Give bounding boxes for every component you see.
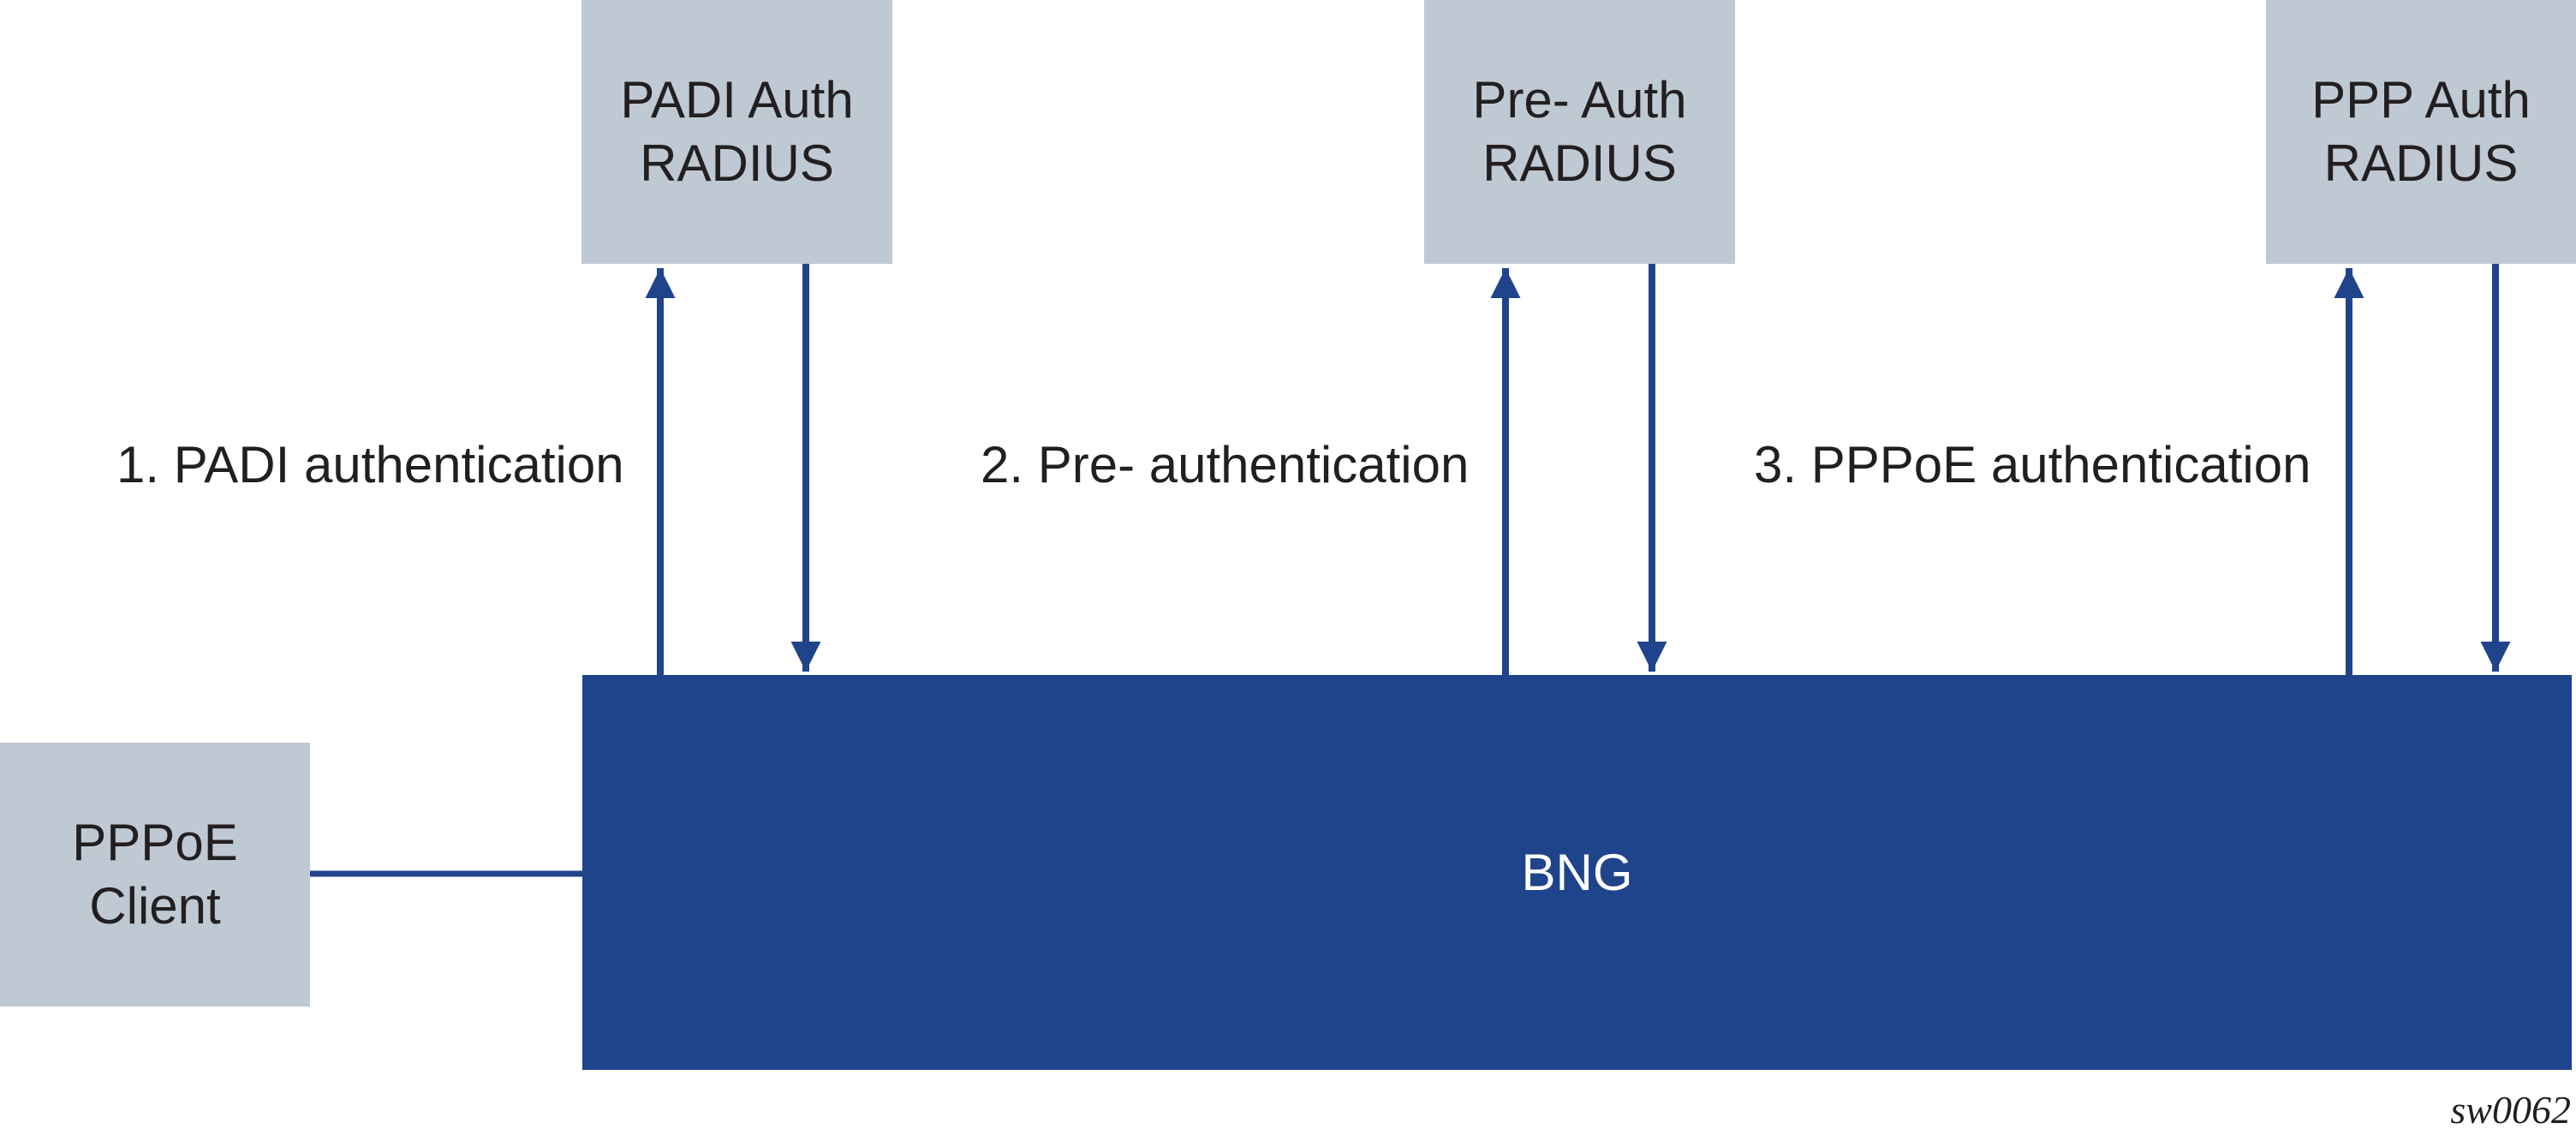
ppp-auth-radius-line1: PPP Auth xyxy=(2311,71,2531,128)
pppoe-client-line1: PPPoE xyxy=(72,814,238,871)
padi-auth-radius-line2: RADIUS xyxy=(640,134,834,192)
pppoe-client-box: PPPoE Client xyxy=(0,743,310,1007)
step-3-label: 3. PPPoE authentication xyxy=(1754,436,2311,493)
pre-auth-radius-box: Pre- Auth RADIUS xyxy=(1424,0,1735,264)
padi-auth-radius-box: PADI Auth RADIUS xyxy=(581,0,892,264)
bng-box: BNG xyxy=(582,675,2572,1070)
step-1-label: 1. PADI authentication xyxy=(116,436,624,493)
ppp-auth-radius-box: PPP Auth RADIUS xyxy=(2266,0,2576,264)
ppp-auth-radius-line2: RADIUS xyxy=(2323,134,2519,192)
pre-auth-radius-line1: Pre- Auth xyxy=(1472,71,1687,128)
bng-label: BNG xyxy=(1521,844,1633,901)
figure-id: sw0062 xyxy=(2450,1088,2571,1132)
step-2-label: 2. Pre- authentication xyxy=(981,436,1470,493)
pppoe-client-line2: Client xyxy=(89,877,221,935)
pre-auth-radius-line2: RADIUS xyxy=(1482,134,1677,192)
padi-auth-radius-line1: PADI Auth xyxy=(620,71,854,128)
